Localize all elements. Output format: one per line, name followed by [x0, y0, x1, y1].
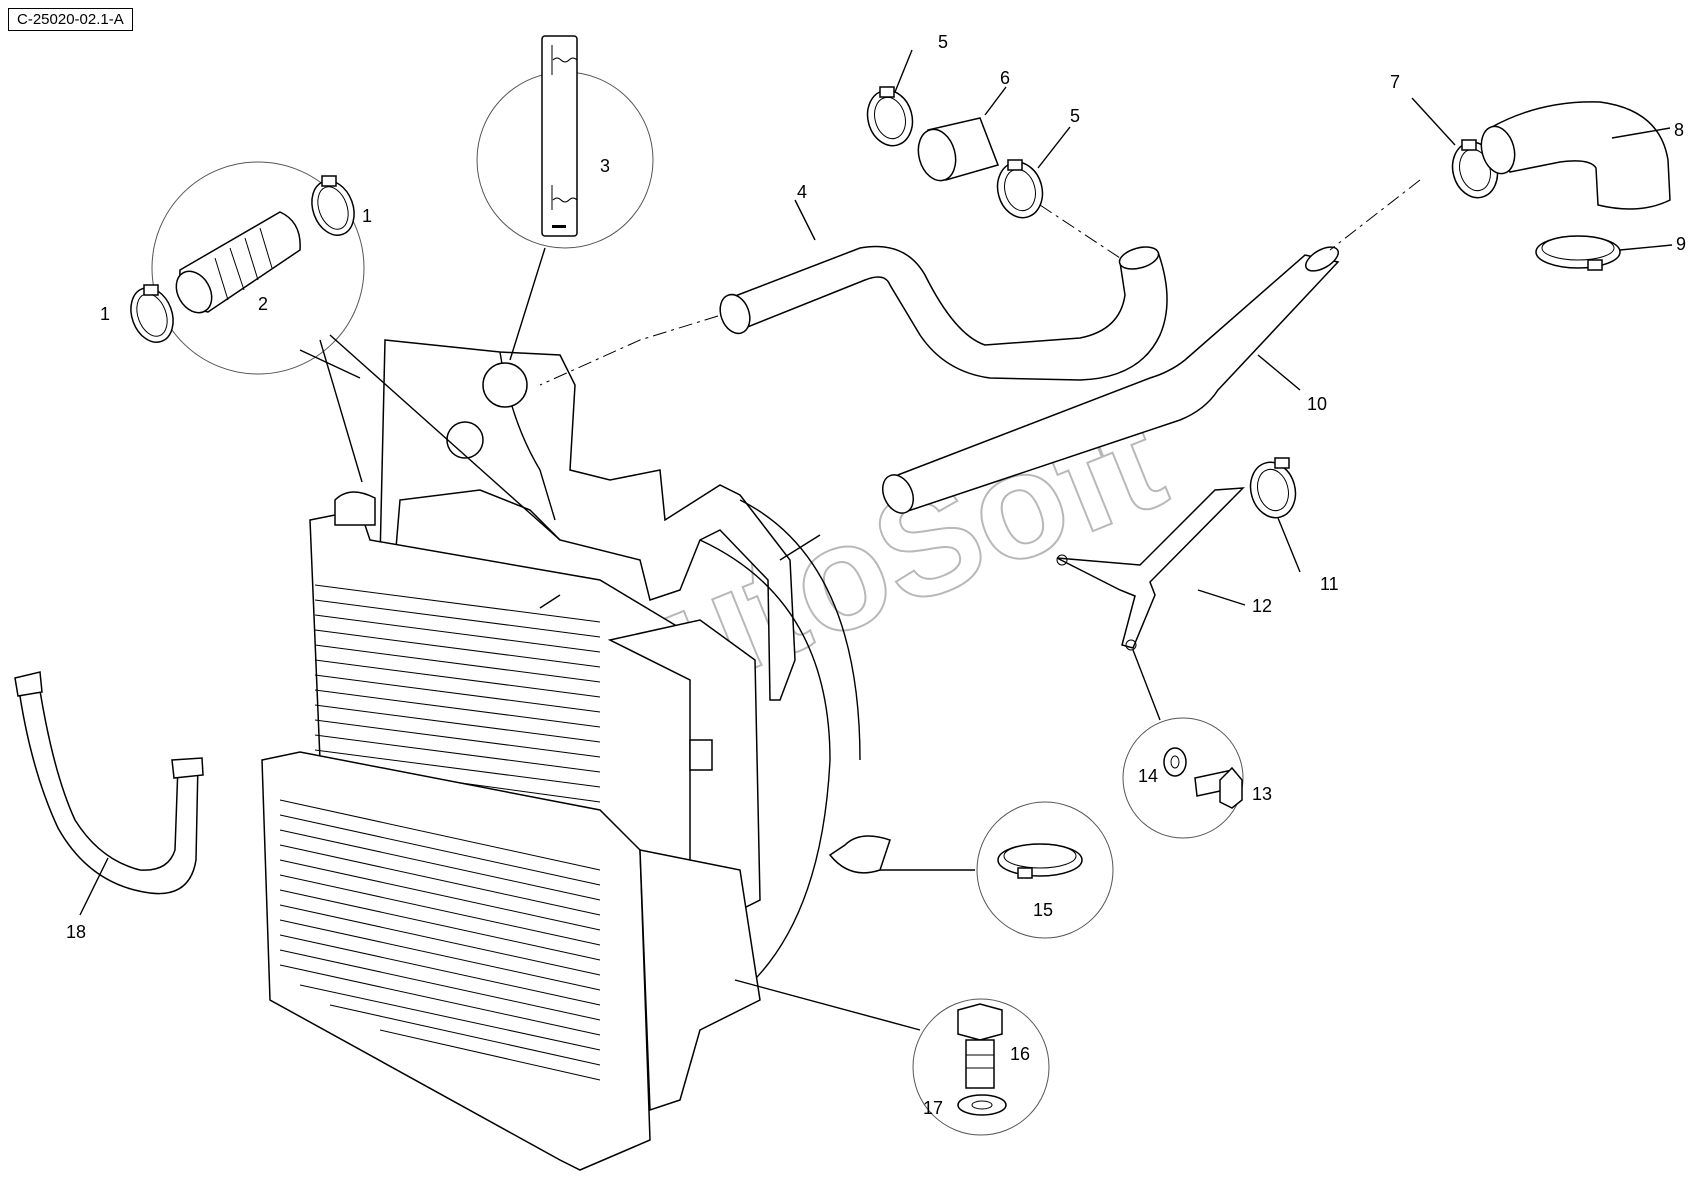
bolt-part-13 — [1194, 766, 1243, 809]
callout-8: 8 — [1674, 120, 1684, 140]
callout-13: 13 — [1252, 784, 1272, 804]
callout-6: 6 — [1000, 68, 1010, 88]
callout-14: 14 — [1138, 766, 1158, 786]
callout-5-top: 5 — [938, 32, 948, 52]
callout-3: 3 — [600, 156, 610, 176]
callout-5-right: 5 — [1070, 106, 1080, 126]
detail-circle-bolt-washer — [1122, 717, 1244, 839]
detail-circle-clamp-15 — [976, 801, 1114, 939]
detail-circle-clamps-hose — [151, 161, 365, 375]
bracket-part-12 — [1056, 487, 1245, 651]
callout-1-upper: 1 — [362, 206, 372, 226]
callout-9: 9 — [1676, 234, 1686, 254]
hose-connector-part-6 — [917, 117, 999, 182]
hose-clamp-part-5-left — [866, 86, 914, 147]
hose-clamp-part-5-right — [996, 159, 1044, 219]
callout-10: 10 — [1307, 394, 1327, 414]
detail-circle-bolt-16-17 — [912, 998, 1050, 1136]
callout-1-lower: 1 — [100, 304, 110, 324]
drawing-reference-code: C-25020-02.1-A — [8, 8, 133, 31]
callout-4: 4 — [797, 182, 807, 202]
hose-clamp-part-1-upper — [311, 175, 355, 236]
leader-lines — [79, 49, 1673, 1031]
hose-clamp-part-11 — [1249, 457, 1297, 519]
radiator-hose-part-4 — [719, 245, 1168, 381]
callout-15: 15 — [1033, 900, 1053, 920]
corrugated-hose-part-2 — [175, 211, 301, 314]
level-gauge-part-3 — [541, 35, 578, 237]
callout-17: 17 — [923, 1098, 943, 1118]
radiator-hose-part-10 — [882, 246, 1340, 514]
cooling-module-assembly — [261, 339, 891, 1171]
callout-12: 12 — [1252, 596, 1272, 616]
hose-clamp-part-9 — [1535, 235, 1621, 271]
hose-part-18 — [14, 671, 204, 895]
callout-7: 7 — [1390, 72, 1400, 92]
hose-clamp-part-1-lower — [130, 284, 174, 343]
callout-labels: 1 1 2 3 4 5 5 6 7 8 9 10 11 12 13 14 15 … — [66, 32, 1686, 1118]
washer-part-14 — [1163, 747, 1187, 777]
washer-part-17 — [957, 1094, 1007, 1116]
elbow-hose-part-8 — [1480, 101, 1671, 210]
callout-16: 16 — [1010, 1044, 1030, 1064]
callout-18: 18 — [66, 922, 86, 942]
callout-11: 11 — [1320, 574, 1339, 594]
bolt-part-16 — [957, 1003, 1003, 1089]
hose-clamp-part-15 — [997, 843, 1083, 879]
callout-2: 2 — [258, 294, 268, 314]
